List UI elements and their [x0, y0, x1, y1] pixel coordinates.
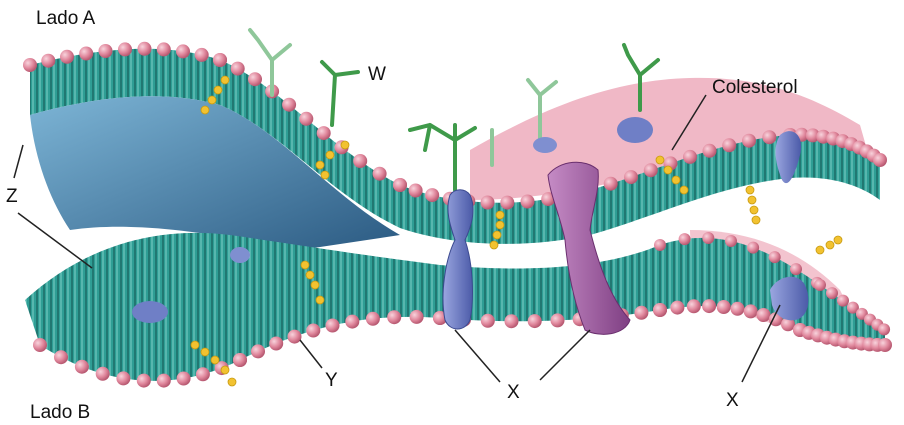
phospholipid-head: [326, 319, 340, 333]
phospholipid-head: [60, 50, 74, 64]
phospholipid-head: [137, 374, 151, 388]
phospholipid-head: [54, 350, 68, 364]
phospholipid-head: [157, 374, 171, 388]
phospholipid-head: [878, 323, 890, 335]
phospholipid-head: [500, 196, 514, 210]
phospholipid-head: [731, 302, 745, 316]
phospholipid-head: [644, 163, 658, 177]
phospholipid-head: [213, 53, 227, 67]
phospholipid-head: [410, 310, 424, 324]
phospholipid-head: [195, 48, 209, 62]
phospholipid-head: [306, 324, 320, 338]
phospholipid-head: [703, 144, 717, 158]
phospholipid-head: [837, 295, 849, 307]
phospholipid-head: [366, 312, 380, 326]
phospholipid-head: [387, 310, 401, 324]
phospholipid-head: [99, 44, 113, 58]
phospholipid-head: [670, 301, 684, 315]
blue-protein-lower-left: [132, 301, 168, 323]
phospholipid-head: [481, 196, 495, 210]
phospholipid-head: [157, 42, 171, 56]
phospholipid-head: [769, 251, 781, 263]
phospholipid-head: [138, 42, 152, 56]
phospholipid-head: [790, 263, 802, 275]
phospholipid-head: [282, 98, 296, 112]
phospholipid-head: [177, 372, 191, 386]
phospholipid-head: [747, 242, 759, 254]
blue-surface-protein-2: [533, 137, 557, 153]
phospholipid-head: [41, 54, 55, 68]
blue-channel-protein: [443, 190, 473, 329]
phospholipid-head: [299, 112, 313, 126]
phospholipid-head: [269, 337, 283, 351]
phospholipid-head: [393, 178, 407, 192]
phospholipid-head: [762, 130, 776, 144]
label-side-a: Lado A: [36, 8, 95, 29]
phospholipid-head: [826, 287, 838, 299]
phospholipid-head: [873, 153, 887, 167]
phospholipid-head: [702, 232, 714, 244]
phospholipid-head: [79, 47, 93, 61]
phospholipid-head: [481, 314, 495, 328]
phospholipid-head: [231, 62, 245, 76]
label-x-left: X: [507, 382, 520, 403]
phospholipid-head: [814, 279, 826, 291]
label-x-right: X: [726, 390, 739, 411]
phospholipid-head: [196, 367, 210, 381]
phospholipid-head: [116, 371, 130, 385]
phospholipid-head: [251, 344, 265, 358]
label-w: W: [368, 64, 386, 85]
phospholipid-head: [528, 314, 542, 328]
phospholipid-head: [248, 72, 262, 86]
label-z: Z: [6, 186, 18, 207]
phospholipid-head: [742, 134, 756, 148]
phospholipid-head: [551, 313, 565, 327]
phospholipid-head: [75, 360, 89, 374]
phospholipid-head: [176, 44, 190, 58]
phospholipid-head: [654, 239, 666, 251]
phospholipid-head: [683, 150, 697, 164]
phospholipid-head: [624, 170, 638, 184]
label-y: Y: [325, 370, 338, 391]
phospholipid-head: [679, 233, 691, 245]
phospholipid-head: [33, 338, 47, 352]
phospholipid-head: [634, 306, 648, 320]
phospholipid-head: [757, 308, 771, 322]
phospholipid-head: [353, 154, 367, 168]
phospholipid-head: [878, 338, 892, 352]
phospholipid-head: [653, 303, 667, 317]
phospholipid-head: [96, 367, 110, 381]
phospholipid-head: [702, 299, 716, 313]
phospholipid-head: [722, 138, 736, 152]
phospholipid-head: [717, 300, 731, 314]
phospholipid-head: [118, 42, 132, 56]
phospholipid-head: [505, 314, 519, 328]
phospholipid-head: [744, 304, 758, 318]
phospholipid-head: [425, 188, 439, 202]
blue-surface-protein: [617, 117, 653, 143]
phospholipid-head: [409, 184, 423, 198]
phospholipid-head: [604, 177, 618, 191]
phospholipid-head: [288, 330, 302, 344]
phospholipid-head: [725, 235, 737, 247]
phospholipid-head: [521, 195, 535, 209]
phospholipid-head: [317, 126, 331, 140]
label-side-b: Lado B: [30, 402, 90, 423]
phospholipid-head: [23, 58, 37, 72]
phospholipid-head: [233, 353, 247, 367]
phospholipid-head: [687, 299, 701, 313]
phospholipid-head: [345, 315, 359, 329]
phospholipid-head: [373, 167, 387, 181]
blue-protein-inner: [230, 247, 250, 263]
label-cholesterol: Colesterol: [712, 77, 798, 98]
